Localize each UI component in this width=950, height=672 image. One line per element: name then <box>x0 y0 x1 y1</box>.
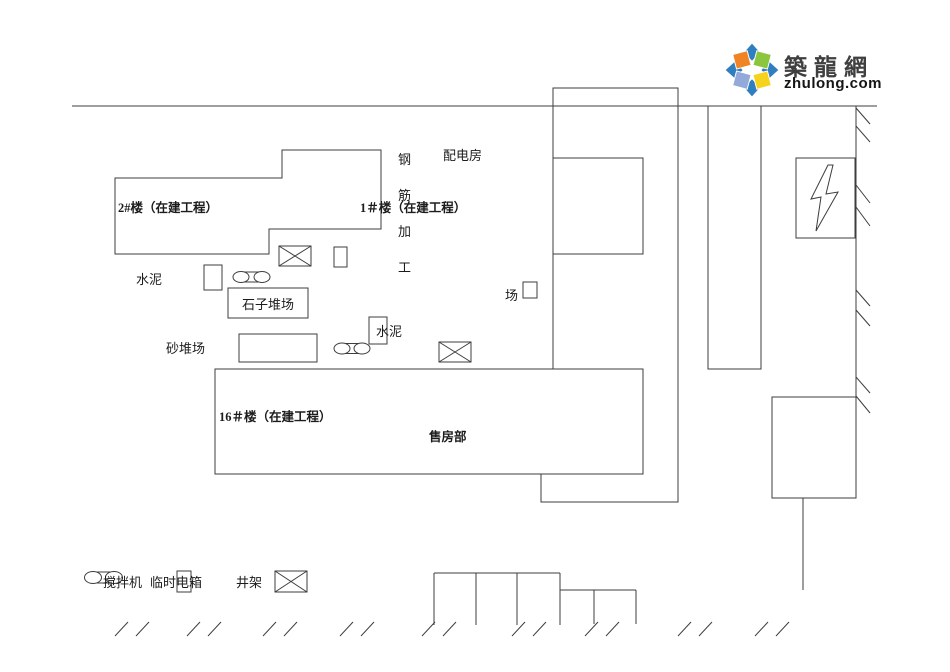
legend-mixer-symbol <box>84 571 123 584</box>
bottom-slash-marks <box>114 621 790 637</box>
steel-processing-label: 钢筋加工 <box>398 152 412 275</box>
boundary-hatch-marks <box>855 107 871 414</box>
cement-label-2: 水泥 <box>376 324 403 339</box>
bottom-right-building <box>771 396 857 499</box>
electric-box-symbol-2 <box>522 281 538 299</box>
second-road-strip <box>707 105 762 370</box>
cement-bin-1 <box>203 264 223 291</box>
sales-office-label: 售房部 <box>429 430 467 444</box>
sand-yard-box <box>238 333 318 363</box>
gravel-yard-box <box>227 287 309 319</box>
legend-derrick-label: 井架 <box>236 575 263 590</box>
mixer-symbol <box>333 342 371 355</box>
inner-building-outline <box>552 157 644 255</box>
mixer-symbol <box>232 271 271 283</box>
legend-mixer-label: 搅拌机 <box>103 575 143 590</box>
sand-yard-label: 砂堆场 <box>166 341 206 356</box>
zhulong-logo[interactable]: 築龍網 zhulong.com <box>720 38 930 100</box>
cement-label-1: 水泥 <box>136 272 163 287</box>
legend-electric-box-label: 临时电箱 <box>150 575 203 590</box>
cement-bin-2 <box>368 316 388 345</box>
building-16-label: 16＃楼（在建工程） <box>219 410 332 424</box>
logo-site-name: 築龍網 <box>784 55 874 80</box>
logo-domain: zhulong.com <box>784 75 882 92</box>
gravel-yard-label: 石子堆场 <box>241 296 294 312</box>
derrick-symbol <box>278 245 312 267</box>
building-1-2-outline <box>114 149 382 255</box>
building-1-label: 1＃楼（在建工程） <box>360 201 467 215</box>
lightning-icon <box>810 164 839 232</box>
building-2-label: 2#楼（在建工程） <box>118 201 219 215</box>
power-room-label: 配电房 <box>443 148 483 163</box>
transformer-box <box>795 157 856 239</box>
electric-box-symbol-1 <box>333 246 348 268</box>
road-strip-outline <box>540 87 679 503</box>
bottom-fence-structure <box>433 572 637 625</box>
steel-processing-label-end: 场 <box>505 288 519 303</box>
derrick-symbol <box>438 341 472 363</box>
zhulong-logo-icon <box>724 42 780 98</box>
legend-derrick-symbol <box>274 570 308 593</box>
building-16-outline <box>214 368 644 475</box>
legend-electric-box-symbol <box>176 570 192 593</box>
